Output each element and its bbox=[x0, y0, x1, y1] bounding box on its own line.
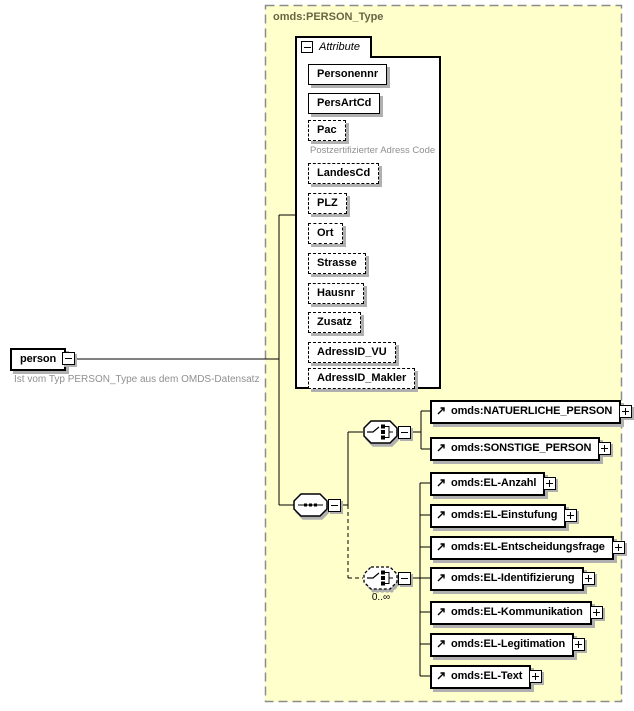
reference-arrow-icon bbox=[437, 443, 445, 456]
element-el-einstufung[interactable]: omds:EL-Einstufung bbox=[430, 504, 578, 528]
element-label: person bbox=[20, 353, 57, 365]
element-label: omds:EL-Entscheidungsfrage bbox=[450, 541, 605, 553]
attribute-adressid-makler[interactable]: AdressID_Makler bbox=[308, 368, 416, 389]
attribute-plz[interactable]: PLZ bbox=[308, 193, 347, 214]
attribute-hausnr[interactable]: Hausnr bbox=[308, 283, 364, 304]
occurrence-label: 0..∞ bbox=[371, 592, 391, 603]
element-sonstige-person[interactable]: omds:SONSTIGE_PERSON bbox=[430, 437, 612, 461]
collapse-toggle[interactable] bbox=[398, 426, 411, 439]
attribute-strasse[interactable]: Strasse bbox=[308, 253, 366, 274]
expand-toggle[interactable] bbox=[543, 477, 557, 490]
attribute-annotation: Postzertifizierter Adress Code bbox=[310, 145, 436, 156]
reference-arrow-icon bbox=[437, 639, 445, 652]
element-person[interactable]: person bbox=[10, 348, 67, 371]
attributes-tab[interactable]: Attribute bbox=[295, 36, 372, 58]
reference-arrow-icon bbox=[437, 671, 445, 684]
collapse-toggle[interactable] bbox=[62, 352, 75, 365]
attribute-ort[interactable]: Ort bbox=[308, 223, 343, 244]
element-natuerliche-person[interactable]: omds:NATUERLICHE_PERSON bbox=[430, 400, 633, 424]
element-label: omds:EL-Einstufung bbox=[450, 509, 558, 521]
element-el-legitimation[interactable]: omds:EL-Legitimation bbox=[430, 633, 586, 657]
choice-icon-optional[interactable] bbox=[363, 566, 398, 590]
attribute-label: AdressID_VU bbox=[317, 346, 387, 358]
element-label: omds:EL-Legitimation bbox=[450, 638, 566, 650]
attribute-label: Hausnr bbox=[317, 287, 355, 299]
element-el-entscheidungsfrage[interactable]: omds:EL-Entscheidungsfrage bbox=[430, 536, 625, 560]
element-label: omds:EL-Text bbox=[450, 670, 523, 682]
element-el-anzahl[interactable]: omds:EL-Anzahl bbox=[430, 472, 557, 496]
expand-toggle[interactable] bbox=[619, 405, 633, 418]
element-label: omds:EL-Kommunikation bbox=[450, 606, 583, 618]
attribute-label: Personennr bbox=[317, 68, 379, 80]
expand-toggle[interactable] bbox=[572, 638, 586, 651]
attribute-pac[interactable]: Pac bbox=[308, 120, 346, 141]
element-label: omds:EL-Anzahl bbox=[450, 477, 537, 489]
reference-arrow-icon bbox=[437, 573, 445, 586]
expand-toggle[interactable] bbox=[529, 670, 543, 683]
expand-toggle[interactable] bbox=[589, 606, 603, 619]
sequence-icon[interactable] bbox=[293, 493, 328, 517]
attribute-label: AdressID_Makler bbox=[317, 372, 407, 384]
attribute-adressid-vu[interactable]: AdressID_VU bbox=[308, 342, 396, 363]
attribute-label: PLZ bbox=[317, 197, 338, 209]
attribute-persartcd[interactable]: PersArtCd bbox=[308, 93, 381, 114]
attribute-label: Strasse bbox=[317, 257, 357, 269]
reference-arrow-icon bbox=[437, 406, 445, 419]
attribute-landescd[interactable]: LandesCd bbox=[308, 163, 380, 184]
choice-icon[interactable] bbox=[363, 420, 398, 444]
expand-toggle[interactable] bbox=[581, 572, 595, 585]
collapse-toggle[interactable] bbox=[301, 41, 313, 53]
reference-arrow-icon bbox=[437, 510, 445, 523]
collapse-toggle[interactable] bbox=[398, 572, 411, 585]
element-label: omds:SONSTIGE_PERSON bbox=[450, 442, 592, 454]
element-annotation: Ist vom Typ PERSON_Type aus dem OMDS-Dat… bbox=[14, 374, 260, 385]
element-label: omds:EL-Identifizierung bbox=[450, 572, 575, 584]
element-el-kommunikation[interactable]: omds:EL-Kommunikation bbox=[430, 601, 603, 625]
attribute-label: Zusatz bbox=[317, 316, 352, 328]
attribute-personennr[interactable]: Personennr bbox=[308, 64, 388, 85]
reference-arrow-icon bbox=[437, 478, 445, 491]
type-title: omds:PERSON_Type bbox=[273, 11, 384, 23]
element-el-text[interactable]: omds:EL-Text bbox=[430, 665, 543, 689]
collapse-toggle[interactable] bbox=[328, 499, 341, 512]
attribute-label: Pac bbox=[317, 124, 337, 136]
expand-toggle[interactable] bbox=[598, 442, 612, 455]
expand-toggle[interactable] bbox=[564, 509, 578, 522]
attribute-label: PersArtCd bbox=[317, 97, 372, 109]
expand-toggle[interactable] bbox=[611, 541, 625, 554]
reference-arrow-icon bbox=[437, 542, 445, 555]
element-label: omds:NATUERLICHE_PERSON bbox=[450, 405, 613, 417]
element-el-identifizierung[interactable]: omds:EL-Identifizierung bbox=[430, 567, 595, 591]
attribute-zusatz[interactable]: Zusatz bbox=[308, 312, 361, 333]
attribute-label: LandesCd bbox=[317, 167, 371, 179]
reference-arrow-icon bbox=[437, 607, 445, 620]
attribute-label: Ort bbox=[317, 227, 334, 239]
attributes-tab-label: Attribute bbox=[319, 41, 360, 53]
